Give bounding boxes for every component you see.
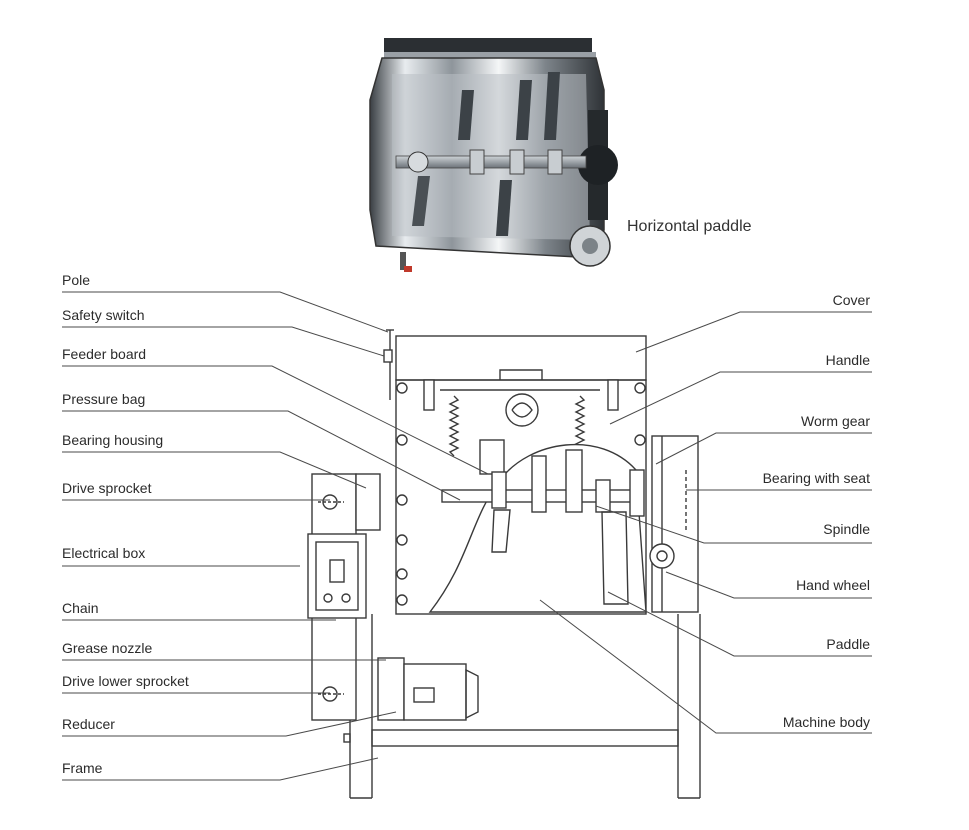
label-reducer: Reducer — [62, 716, 115, 732]
label-cover: Cover — [832, 292, 870, 308]
label-spindle: Spindle — [823, 521, 870, 537]
label-hand-wheel: Hand wheel — [796, 577, 870, 593]
label-bearing-housing: Bearing housing — [62, 432, 164, 448]
label-grease-nozzle: Grease nozzle — [62, 640, 153, 656]
label-machine-body: Machine body — [782, 714, 870, 730]
label-paddle: Paddle — [826, 636, 870, 652]
label-pole: Pole — [62, 272, 91, 288]
photo-caption: Horizontal paddle — [627, 218, 752, 235]
label-bearing-with-seat: Bearing with seat — [762, 470, 870, 486]
label-worm-gear: Worm gear — [801, 413, 870, 429]
label-frame: Frame — [62, 760, 103, 776]
label-feeder-board: Feeder board — [62, 346, 147, 362]
label-pressure-bag: Pressure bag — [62, 391, 146, 407]
label-electrical-box: Electrical box — [62, 545, 146, 561]
label-handle: Handle — [825, 352, 870, 368]
label-safety-switch: Safety switch — [62, 307, 145, 323]
label-drive-lower-sprocket: Drive lower sprocket — [62, 673, 189, 689]
label-drive-sprocket: Drive sprocket — [62, 480, 152, 496]
label-chain: Chain — [62, 600, 99, 616]
machine-body-outline — [395, 379, 647, 615]
